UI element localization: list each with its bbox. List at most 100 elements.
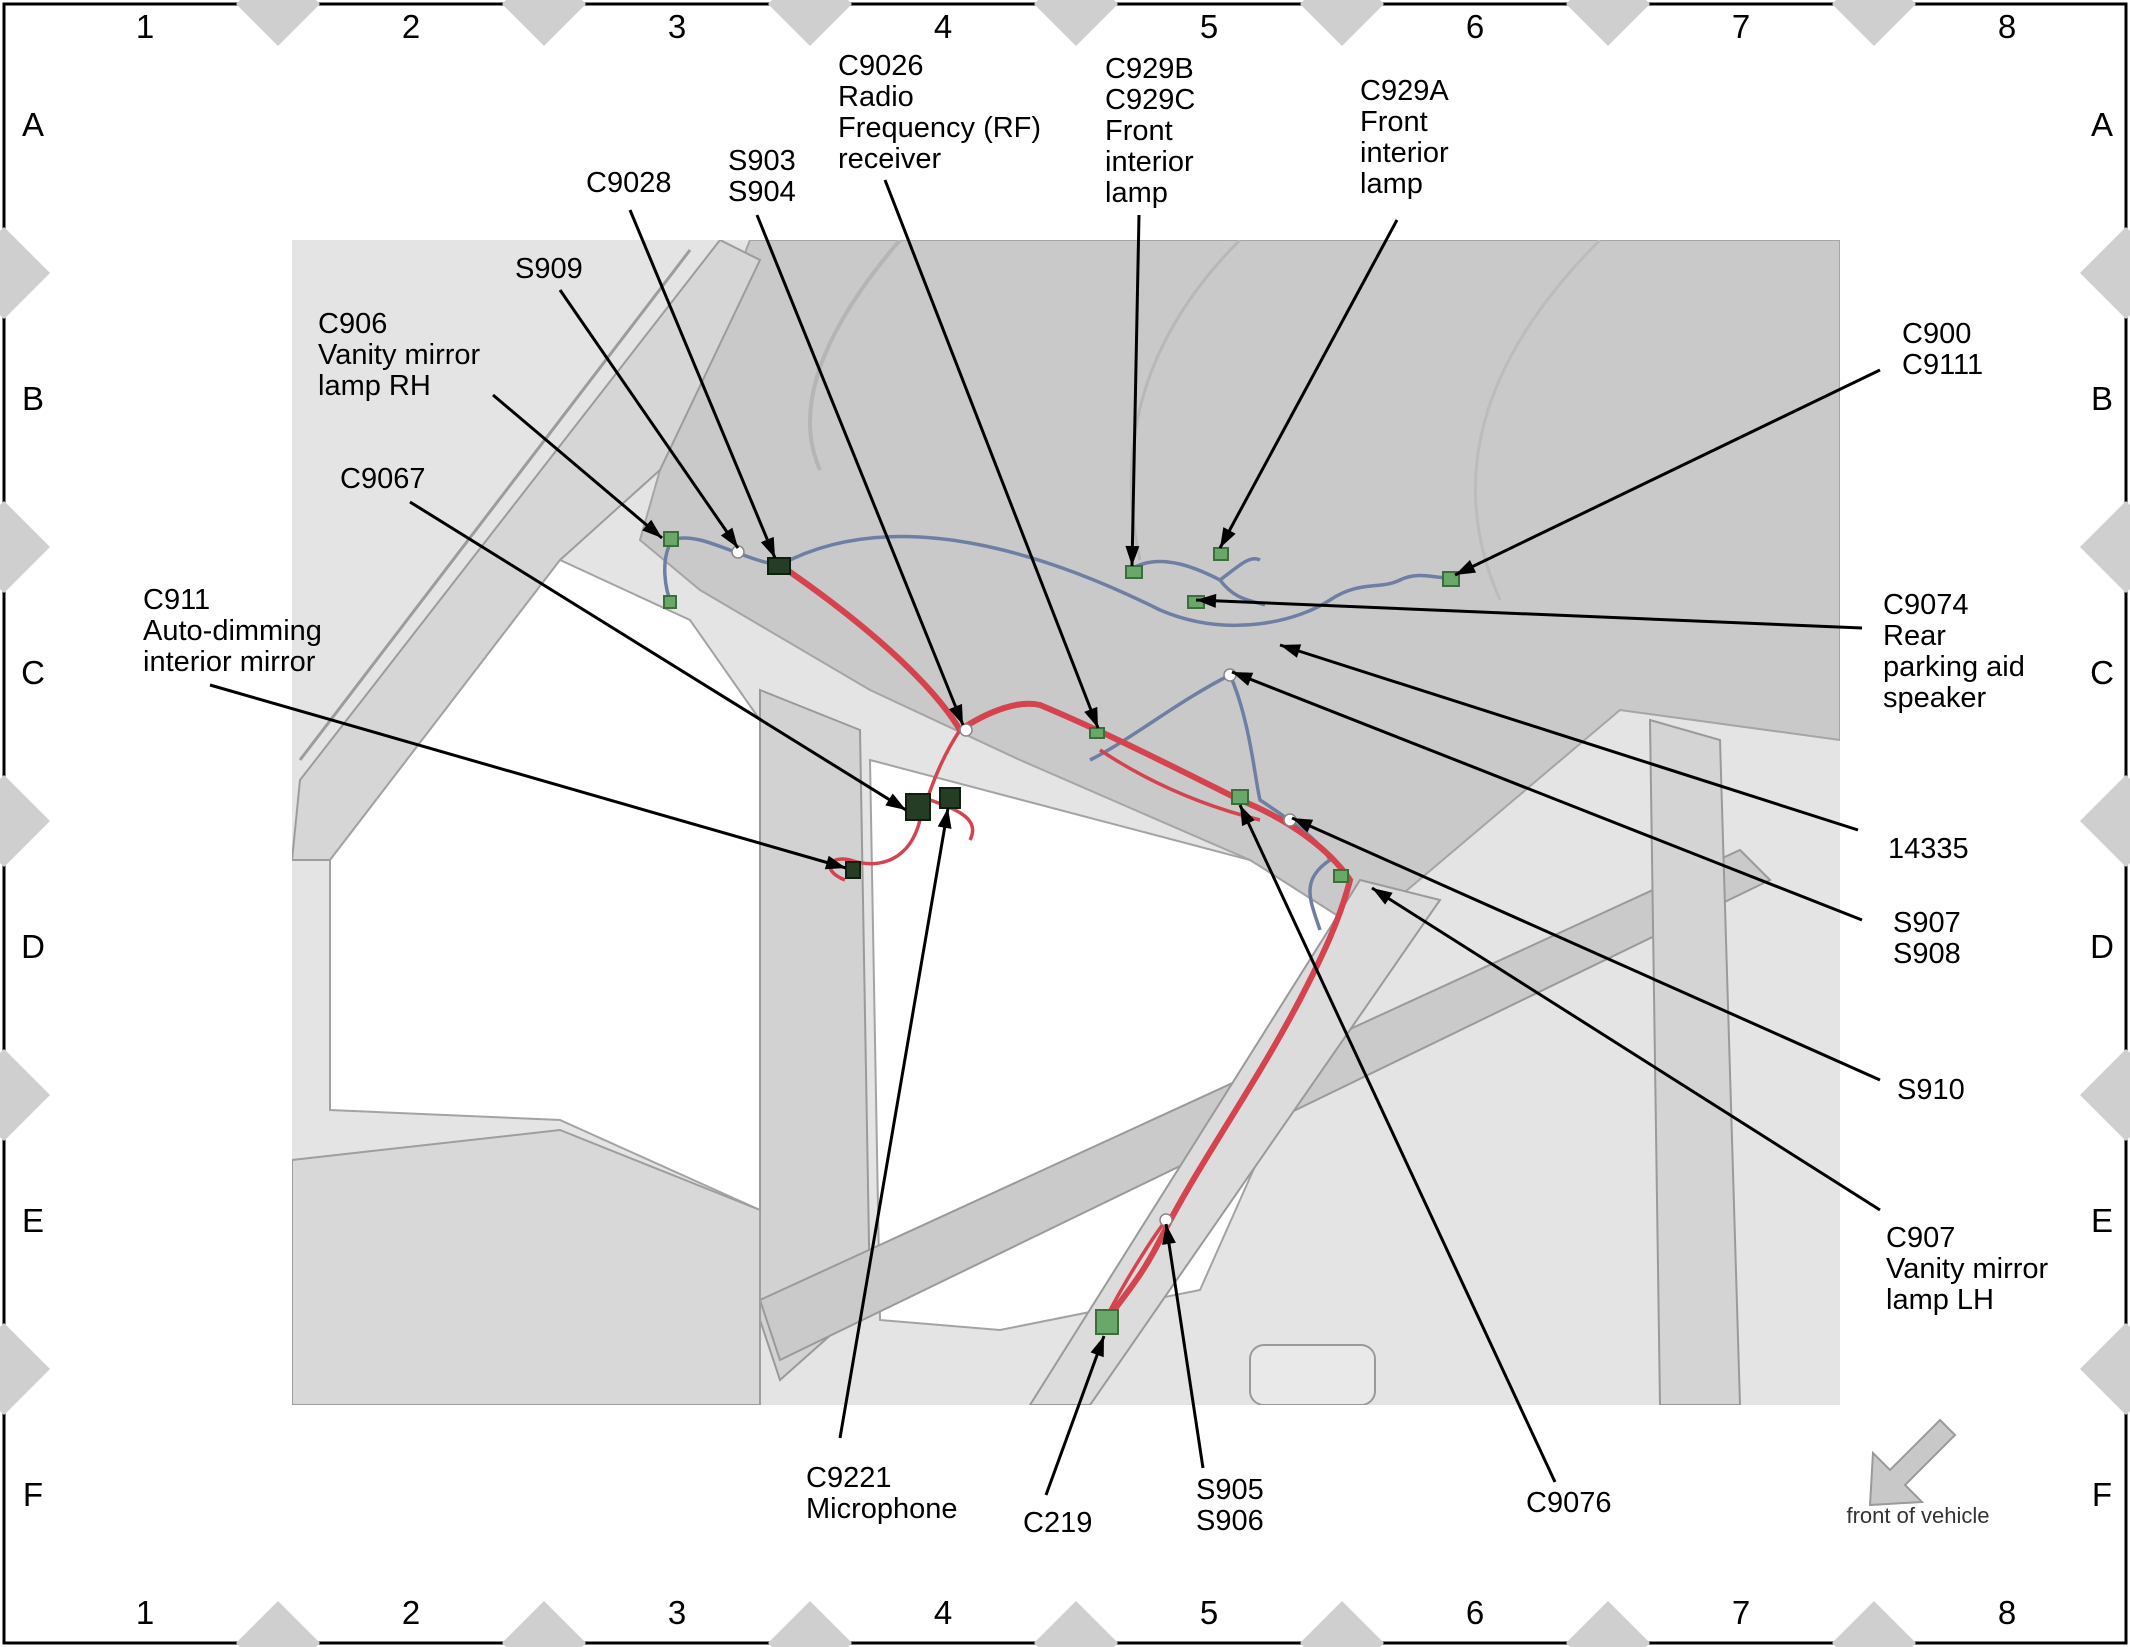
leader-c907 <box>1371 886 1881 1212</box>
border-diamond <box>768 0 852 46</box>
front-of-vehicle-indicator: front of vehicle <box>1846 1418 1990 1528</box>
arrowhead <box>1220 527 1236 548</box>
leader-c929a <box>1218 219 1399 549</box>
grid-col-5: 5 <box>1200 8 1218 45</box>
grid-col-7: 7 <box>1732 8 1750 45</box>
border-diamond <box>768 1601 852 1647</box>
border-diamond <box>1034 0 1118 46</box>
arrowhead <box>885 793 906 810</box>
front-of-vehicle-label: front of vehicle <box>1846 1503 1989 1528</box>
leader-c900 <box>1454 368 1881 577</box>
vehicle-roof-illustration <box>292 240 1840 1405</box>
grid-col-8-bottom: 8 <box>1998 1594 2016 1631</box>
border-diamond <box>502 0 586 46</box>
arrowhead <box>1125 545 1140 566</box>
callout-c9074: C9074 Rear parking aid speaker <box>1883 589 2033 714</box>
leader-c9074 <box>1195 598 1863 630</box>
border-diamond <box>2080 1323 2130 1415</box>
callout-14335: 14335 <box>1888 833 1969 865</box>
arrowhead <box>1084 706 1098 728</box>
connector-c929b <box>1125 565 1143 579</box>
arrowhead <box>642 519 662 538</box>
grid-col-7-bottom: 7 <box>1732 1594 1750 1631</box>
border-diamond <box>1566 0 1650 46</box>
grid-row-d: D <box>21 928 45 965</box>
callout-s905: S905 S906 <box>1196 1474 1272 1537</box>
connector-c9067 <box>905 793 931 821</box>
grid-col-1-bottom: 1 <box>136 1594 154 1631</box>
leader-c911 <box>209 683 847 870</box>
border-diamond <box>0 227 50 319</box>
leader-c906 <box>492 393 663 540</box>
arrowhead <box>760 536 775 558</box>
arrowhead <box>1455 560 1477 575</box>
connector-c929a <box>1213 547 1229 561</box>
callout-c906: C906 Vanity mirror lamp RH <box>318 308 488 402</box>
callout-s910: S910 <box>1897 1074 1965 1106</box>
callout-s903: S903 S904 <box>728 145 804 208</box>
grid-col-5-bottom: 5 <box>1200 1594 1218 1631</box>
splice-s907 <box>1223 668 1237 682</box>
callout-c9067: C9067 <box>340 463 425 495</box>
border-diamond <box>0 1049 50 1141</box>
grid-row-e: E <box>22 1202 44 1239</box>
lower-body <box>292 1128 761 1405</box>
leader-s909 <box>558 289 740 549</box>
leader-c929b <box>1130 214 1141 567</box>
connector-c900 <box>1442 571 1460 587</box>
border-diamond <box>236 1601 320 1647</box>
arrowhead <box>1292 818 1314 833</box>
border-diamond <box>1566 1601 1650 1647</box>
arrowhead <box>824 855 846 870</box>
connector-c906 <box>663 531 679 547</box>
border-diamond <box>1300 0 1384 46</box>
border-diamond <box>236 0 320 46</box>
leader-lines <box>209 179 1881 1496</box>
grid-col-8: 8 <box>1998 8 2016 45</box>
roof-panel <box>638 240 1840 932</box>
callout-s909: S909 <box>515 253 583 285</box>
grid-rows-left: A B C D E F <box>21 106 45 1513</box>
grid-col-2-bottom: 2 <box>402 1594 420 1631</box>
grid-rows-right: A B C D E F <box>2090 106 2114 1513</box>
arrowhead <box>949 703 963 725</box>
grid-row-c: C <box>21 654 45 691</box>
callout-c219: C219 <box>1023 1507 1092 1539</box>
arrowhead <box>720 527 738 548</box>
connector-c9028 <box>767 557 791 575</box>
roof-rib <box>1474 240 1602 601</box>
border-diamond <box>0 775 50 867</box>
grid-row-a-right: A <box>2091 106 2113 143</box>
side-mirror <box>1249 1344 1376 1405</box>
callout-c929b: C929B C929C Front interior lamp <box>1105 53 1203 209</box>
grid-row-c-right: C <box>2090 654 2114 691</box>
callout-c9076: C9076 <box>1526 1487 1611 1519</box>
pillar-edge <box>298 249 692 761</box>
border-diamond <box>1832 1601 1916 1647</box>
grid-col-1: 1 <box>136 8 154 45</box>
border-diamond <box>0 501 50 593</box>
border-diamond <box>2080 775 2130 867</box>
callout-c9028: C9028 <box>586 167 671 199</box>
arrowhead <box>1232 672 1254 686</box>
arrowhead <box>1240 805 1255 827</box>
arrowhead <box>1196 593 1217 608</box>
arrowhead <box>1280 644 1302 658</box>
arrowhead <box>1162 1224 1176 1245</box>
callout-c907: C907 Vanity mirror lamp LH <box>1886 1222 2056 1316</box>
grid-col-3-bottom: 3 <box>668 1594 686 1631</box>
leader-s907 <box>1231 670 1863 922</box>
callout-c9221: C9221 Microphone <box>806 1462 958 1525</box>
grid-col-6-bottom: 6 <box>1466 1594 1484 1631</box>
border-diamond <box>1034 1601 1118 1647</box>
leader-c9067 <box>409 500 907 812</box>
grid-col-2: 2 <box>402 8 420 45</box>
connector-c911-mirror <box>845 861 861 879</box>
border-diamond <box>502 1601 586 1647</box>
grid-row-b: B <box>22 380 44 417</box>
leader-14335 <box>1279 643 1859 832</box>
leader-c9076 <box>1238 804 1557 1483</box>
grid-row-f-right: F <box>2092 1476 2112 1513</box>
